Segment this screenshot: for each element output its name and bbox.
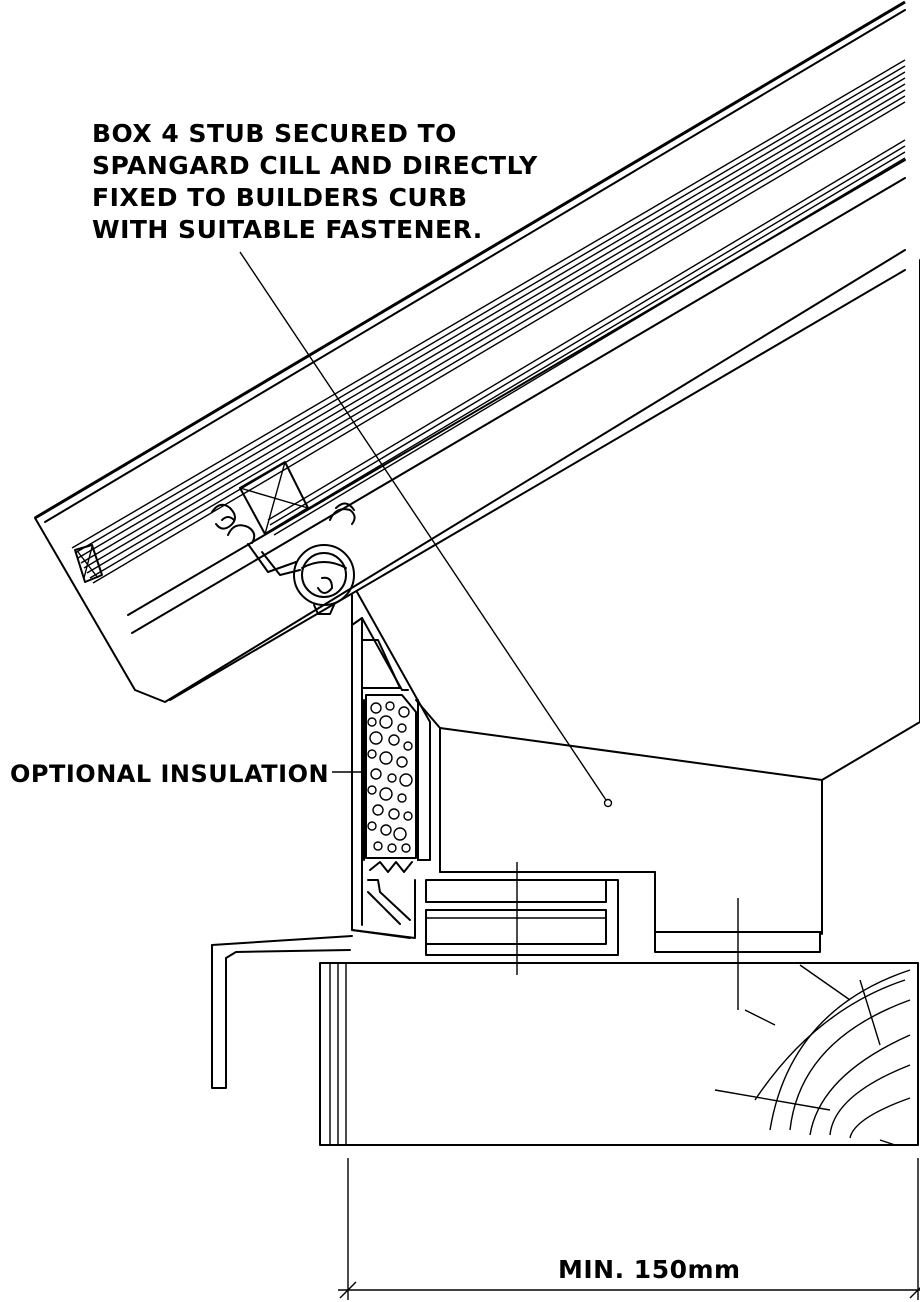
label-box-stub-line-4: WITH SUITABLE FASTENER. [92,215,483,244]
label-box-stub: BOX 4 STUB SECURED TO SPANGARD CILL AND … [92,119,538,244]
box-stub [415,259,920,935]
end-closure [74,544,103,583]
spangard-cill [351,591,431,939]
glazing-panel [34,0,906,703]
timber-curb [319,962,919,1146]
label-box-stub-line-1: BOX 4 STUB SECURED TO [92,119,457,148]
fasteners [516,862,739,1010]
cill-nose [211,935,353,1089]
insulation-fill [365,694,417,859]
dimension-150 [338,1158,920,1300]
spacer-block [239,461,309,535]
multiwall-sheet [71,59,906,584]
label-box-stub-line-3: FIXED TO BUILDERS CURB [92,183,468,212]
label-min-150mm: MIN. 150mm [558,1255,741,1284]
label-box-stub-line-2: SPANGARD CILL AND DIRECTLY [92,151,538,180]
leader-lines [239,251,613,808]
packers [425,879,821,956]
glazing-bar-section [293,544,355,615]
gasket-clips [211,502,356,576]
label-optional-insulation: OPTIONAL INSULATION [10,760,329,788]
